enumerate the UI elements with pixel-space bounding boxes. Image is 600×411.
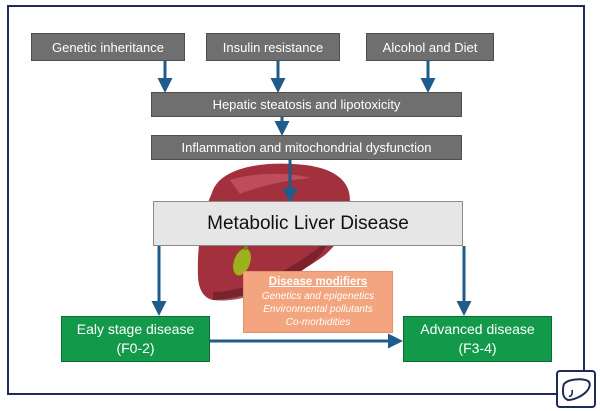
early-stage-label: Ealy stage disease bbox=[76, 321, 195, 337]
gallbladder-icon bbox=[233, 248, 251, 276]
central-metabolic-liver-disease: Metabolic Liver Disease bbox=[153, 201, 463, 246]
disease-modifiers-title: Disease modifiers bbox=[268, 276, 368, 288]
step-inflammation: Inflammation and mitochondrial dysfuncti… bbox=[151, 135, 462, 160]
modifier-item: Co-morbidities bbox=[285, 317, 351, 328]
outcome-advanced: Advanced disease (F3-4) bbox=[403, 316, 552, 362]
input-genetic-inheritance: Genetic inheritance bbox=[31, 33, 185, 61]
input-alcohol-and-diet: Alcohol and Diet bbox=[366, 33, 494, 61]
early-stage-fibrosis: (F0-2) bbox=[116, 340, 155, 356]
advanced-fibrosis: (F3-4) bbox=[458, 340, 497, 356]
outcome-early-stage: Ealy stage disease (F0-2) bbox=[61, 316, 210, 362]
disease-modifiers-box: Disease modifiers Genetics and epigeneti… bbox=[243, 271, 393, 333]
modifier-item: Environmental pollutants bbox=[263, 304, 373, 315]
step-hepatic-steatosis: Hepatic steatosis and lipotoxicity bbox=[151, 92, 462, 117]
liver-logo-icon bbox=[556, 370, 596, 408]
modifier-item: Genetics and epigenetics bbox=[261, 291, 375, 302]
input-insulin-resistance: Insulin resistance bbox=[206, 33, 340, 61]
advanced-label: Advanced disease bbox=[420, 321, 535, 337]
